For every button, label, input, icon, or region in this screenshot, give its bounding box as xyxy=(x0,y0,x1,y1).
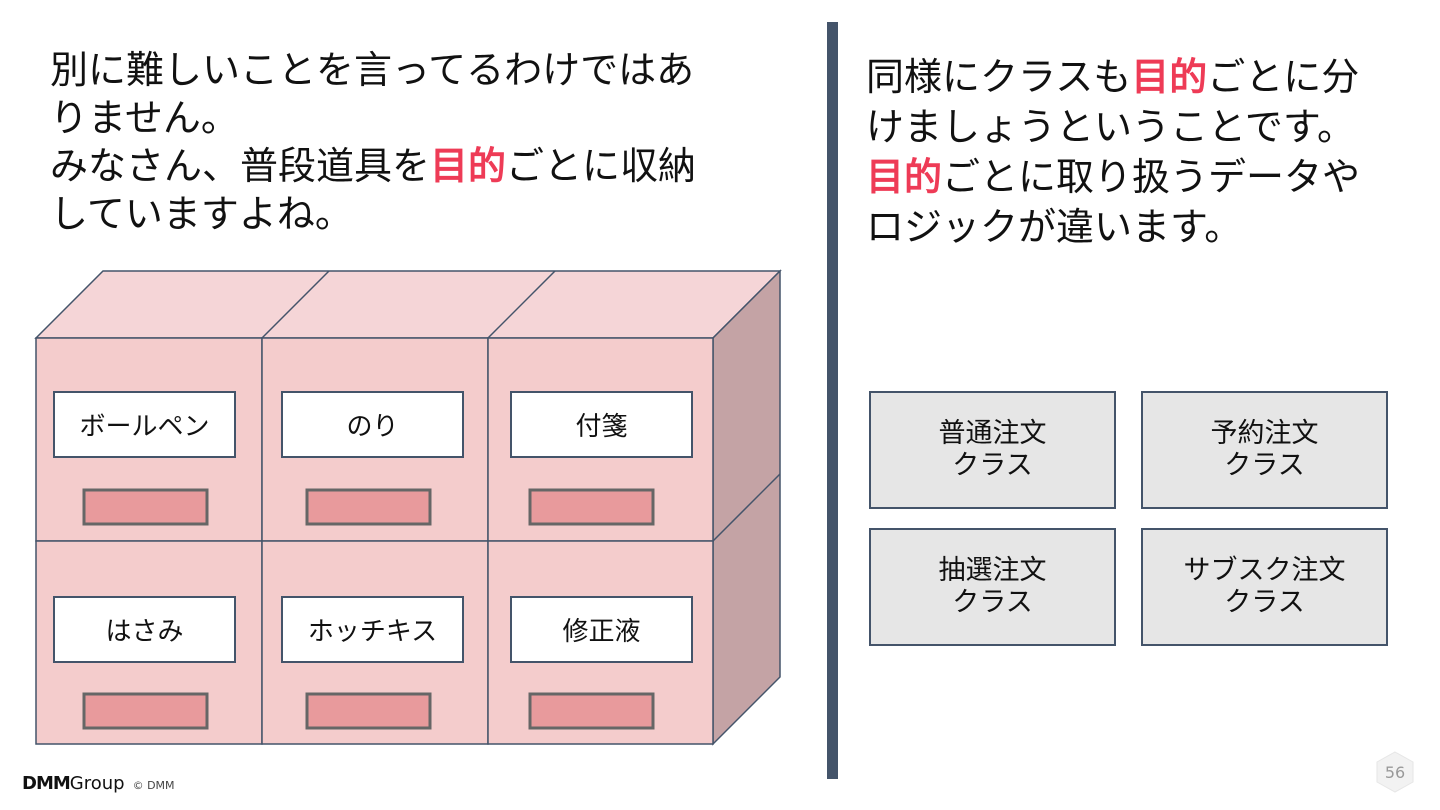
left-highlight: 目的 xyxy=(430,144,507,188)
class-box-reservation-order: 予約注文 クラス xyxy=(1141,391,1388,509)
left-line-4: していますよね。 xyxy=(50,192,353,236)
drawer-label-glue: のり xyxy=(281,391,464,458)
cabinet-side-divider xyxy=(712,473,781,542)
drawer-handle-5 xyxy=(305,692,432,730)
drawer-label-stapler: ホッチキス xyxy=(281,596,464,663)
drawer-label-correction-fluid: 修正液 xyxy=(510,596,693,663)
right-highlight-1: 目的 xyxy=(1131,55,1208,99)
hexagon-icon xyxy=(1376,751,1414,793)
vertical-divider xyxy=(827,22,838,779)
drawer-label-sticky-notes: 付箋 xyxy=(510,391,693,458)
drawer-handle-1 xyxy=(82,488,209,526)
class-box-subtitle: クラス xyxy=(952,587,1033,618)
drawer-label-ballpoint-pen: ボールペン xyxy=(53,391,236,458)
class-box-subtitle: クラス xyxy=(1224,450,1305,481)
drawer-handle-2 xyxy=(305,488,432,526)
page-number-text: 56 xyxy=(1384,762,1406,782)
class-box-lottery-order: 抽選注文 クラス xyxy=(869,528,1116,646)
footer-logo: DMMGroup © DMM xyxy=(22,773,175,794)
cabinet-top-divider-1 xyxy=(261,270,330,339)
drawer-handle-4 xyxy=(82,692,209,730)
left-line-3: みなさん、普段道具を目的ごとに収納 xyxy=(50,142,770,190)
class-box-title: 抽選注文 xyxy=(938,555,1047,586)
class-box-subscription-order: サブスク注文 クラス xyxy=(1141,528,1388,646)
class-box-subtitle: クラス xyxy=(952,450,1033,481)
drawer-label-scissors: はさみ xyxy=(53,596,236,663)
right-line-1-post: ごとに分 xyxy=(1207,55,1360,99)
right-line-1: 同様にクラスも目的ごとに分 xyxy=(866,52,1406,102)
cabinet-top-face xyxy=(34,270,782,339)
right-line-3-post: ごとに取り扱うデータや xyxy=(942,155,1361,199)
left-explanation: 別に難しいことを言ってるわけではあ りません。 みなさん、普段道具を目的ごとに収… xyxy=(50,46,770,238)
right-line-3: 目的ごとに取り扱うデータや xyxy=(866,152,1406,202)
right-line-2: けましょうということです。 xyxy=(866,105,1356,149)
right-explanation: 同様にクラスも目的ごとに分 けましょうということです。 目的ごとに取り扱うデータ… xyxy=(866,52,1406,252)
left-line-3-post: ごとに収納 xyxy=(506,144,697,188)
class-box-title: 予約注文 xyxy=(1210,418,1319,449)
left-line-1: 別に難しいことを言ってるわけではあ xyxy=(50,48,695,92)
class-box-title: 普通注文 xyxy=(938,418,1047,449)
brand-logo: DMM xyxy=(22,773,71,794)
left-line-2: りません。 xyxy=(50,96,239,140)
left-line-3-pre: みなさん、普段道具を xyxy=(50,144,431,188)
brand-group: Group xyxy=(69,773,125,794)
right-line-1-pre: 同様にクラスも xyxy=(866,55,1132,99)
drawer-handle-3 xyxy=(528,488,655,526)
cabinet-top-divider-2 xyxy=(487,270,556,339)
right-line-4: ロジックが違います。 xyxy=(866,205,1243,249)
class-box-normal-order: 普通注文 クラス xyxy=(869,391,1116,509)
page-number: 56 xyxy=(1376,751,1414,793)
class-box-subtitle: クラス xyxy=(1224,587,1305,618)
class-box-title: サブスク注文 xyxy=(1183,555,1346,586)
drawer-handle-6 xyxy=(528,692,655,730)
copyright-text: © DMM xyxy=(132,779,175,792)
right-highlight-2: 目的 xyxy=(866,155,943,199)
